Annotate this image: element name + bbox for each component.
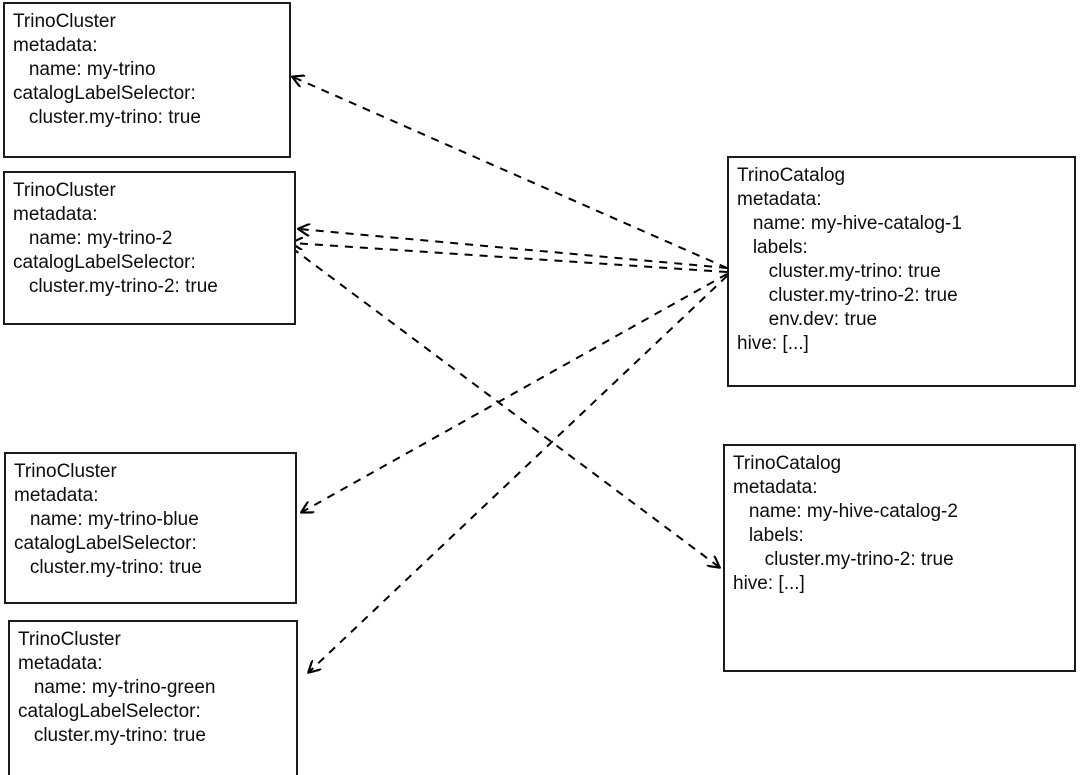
node-trinocluster-my-trino-green[interactable]: TrinoCluster metadata: name: my-trino-gr… [8,620,298,775]
node-trinocluster-my-trino-2[interactable]: TrinoCluster metadata: name: my-trino-2 … [3,171,296,325]
node-line: catalogLabelSelector: [14,533,197,554]
node-line: cluster.my-trino: true [18,725,206,746]
edge-catalog0-cluster3 [309,275,728,672]
node-trinocluster-my-trino-blue[interactable]: TrinoCluster metadata: name: my-trino-bl… [4,452,297,604]
node-line: TrinoCluster [14,461,117,482]
node-line: name: my-trino-2 [13,228,173,249]
node-line: TrinoCluster [13,11,116,32]
node-line: TrinoCluster [18,629,121,650]
node-line: cluster.my-trino-2: true [13,276,218,297]
node-line: labels: [737,237,808,258]
node-line: metadata: [13,204,98,225]
node-line: cluster.my-trino-2: true [733,549,954,570]
node-line: TrinoCluster [13,180,116,201]
node-line: name: my-hive-catalog-2 [733,501,958,522]
node-line: metadata: [18,653,103,674]
node-line: metadata: [13,35,98,56]
node-line: TrinoCatalog [733,453,842,474]
node-line: catalogLabelSelector: [13,252,196,273]
node-line: labels: [733,525,804,546]
node-line: cluster.my-trino: true [737,261,941,282]
node-line: metadata: [733,477,818,498]
node-line: env.dev: true [737,309,878,330]
node-line: cluster.my-trino-2: true [737,285,958,306]
node-line: hive: [...] [733,573,805,594]
node-line: name: my-trino [13,59,156,80]
node-trinocatalog-my-hive-catalog-2[interactable]: TrinoCatalog metadata: name: my-hive-cat… [723,444,1076,672]
edge-catalog0-cluster2 [302,273,728,512]
node-line: catalogLabelSelector: [18,701,201,722]
node-line: name: my-trino-blue [14,509,199,530]
edge-catalog0-cluster1 [299,229,728,269]
edge-catalog0-cluster1b [292,243,728,273]
edge-cluster1-catalog1 [291,247,719,567]
node-line: catalogLabelSelector: [13,83,196,104]
node-line: name: my-trino-green [18,677,216,698]
node-trinocluster-my-trino[interactable]: TrinoCluster metadata: name: my-trino ca… [3,2,291,158]
node-trinocatalog-my-hive-catalog-1[interactable]: TrinoCatalog metadata: name: my-hive-cat… [727,156,1076,387]
node-line: metadata: [14,485,99,506]
edge-catalog0-cluster0 [293,77,728,269]
node-line: TrinoCatalog [737,165,846,186]
node-line: metadata: [737,189,822,210]
node-line: cluster.my-trino: true [13,107,201,128]
node-line: hive: [...] [737,333,809,354]
node-line: cluster.my-trino: true [14,557,202,578]
node-line: name: my-hive-catalog-1 [737,213,962,234]
